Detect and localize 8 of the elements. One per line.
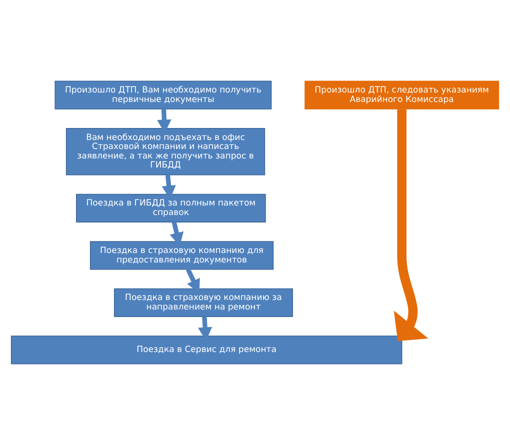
node-box: Вам необходимо подъехать в офис Страховой компании и написать заявление, а так же получить запрос в ГИБДД xyxy=(66,128,266,176)
node-box: Поездка в страховую компанию для предоставления документов xyxy=(90,241,274,270)
node-box: Поездка в Сервис для ремонта xyxy=(10,336,402,364)
node-box: Произошло ДТП, Вам необходимо получить первичные документы xyxy=(54,80,272,110)
node-box: Произошло ДТП, следовать указаниям Аварийного Комиссара xyxy=(304,80,500,110)
node-box: Поездка в ГИБДД за полным пакетом справок xyxy=(76,194,266,222)
arrow xyxy=(394,109,428,341)
node-box: Поездка в страховую компанию за направлением на ремонт xyxy=(114,288,293,318)
